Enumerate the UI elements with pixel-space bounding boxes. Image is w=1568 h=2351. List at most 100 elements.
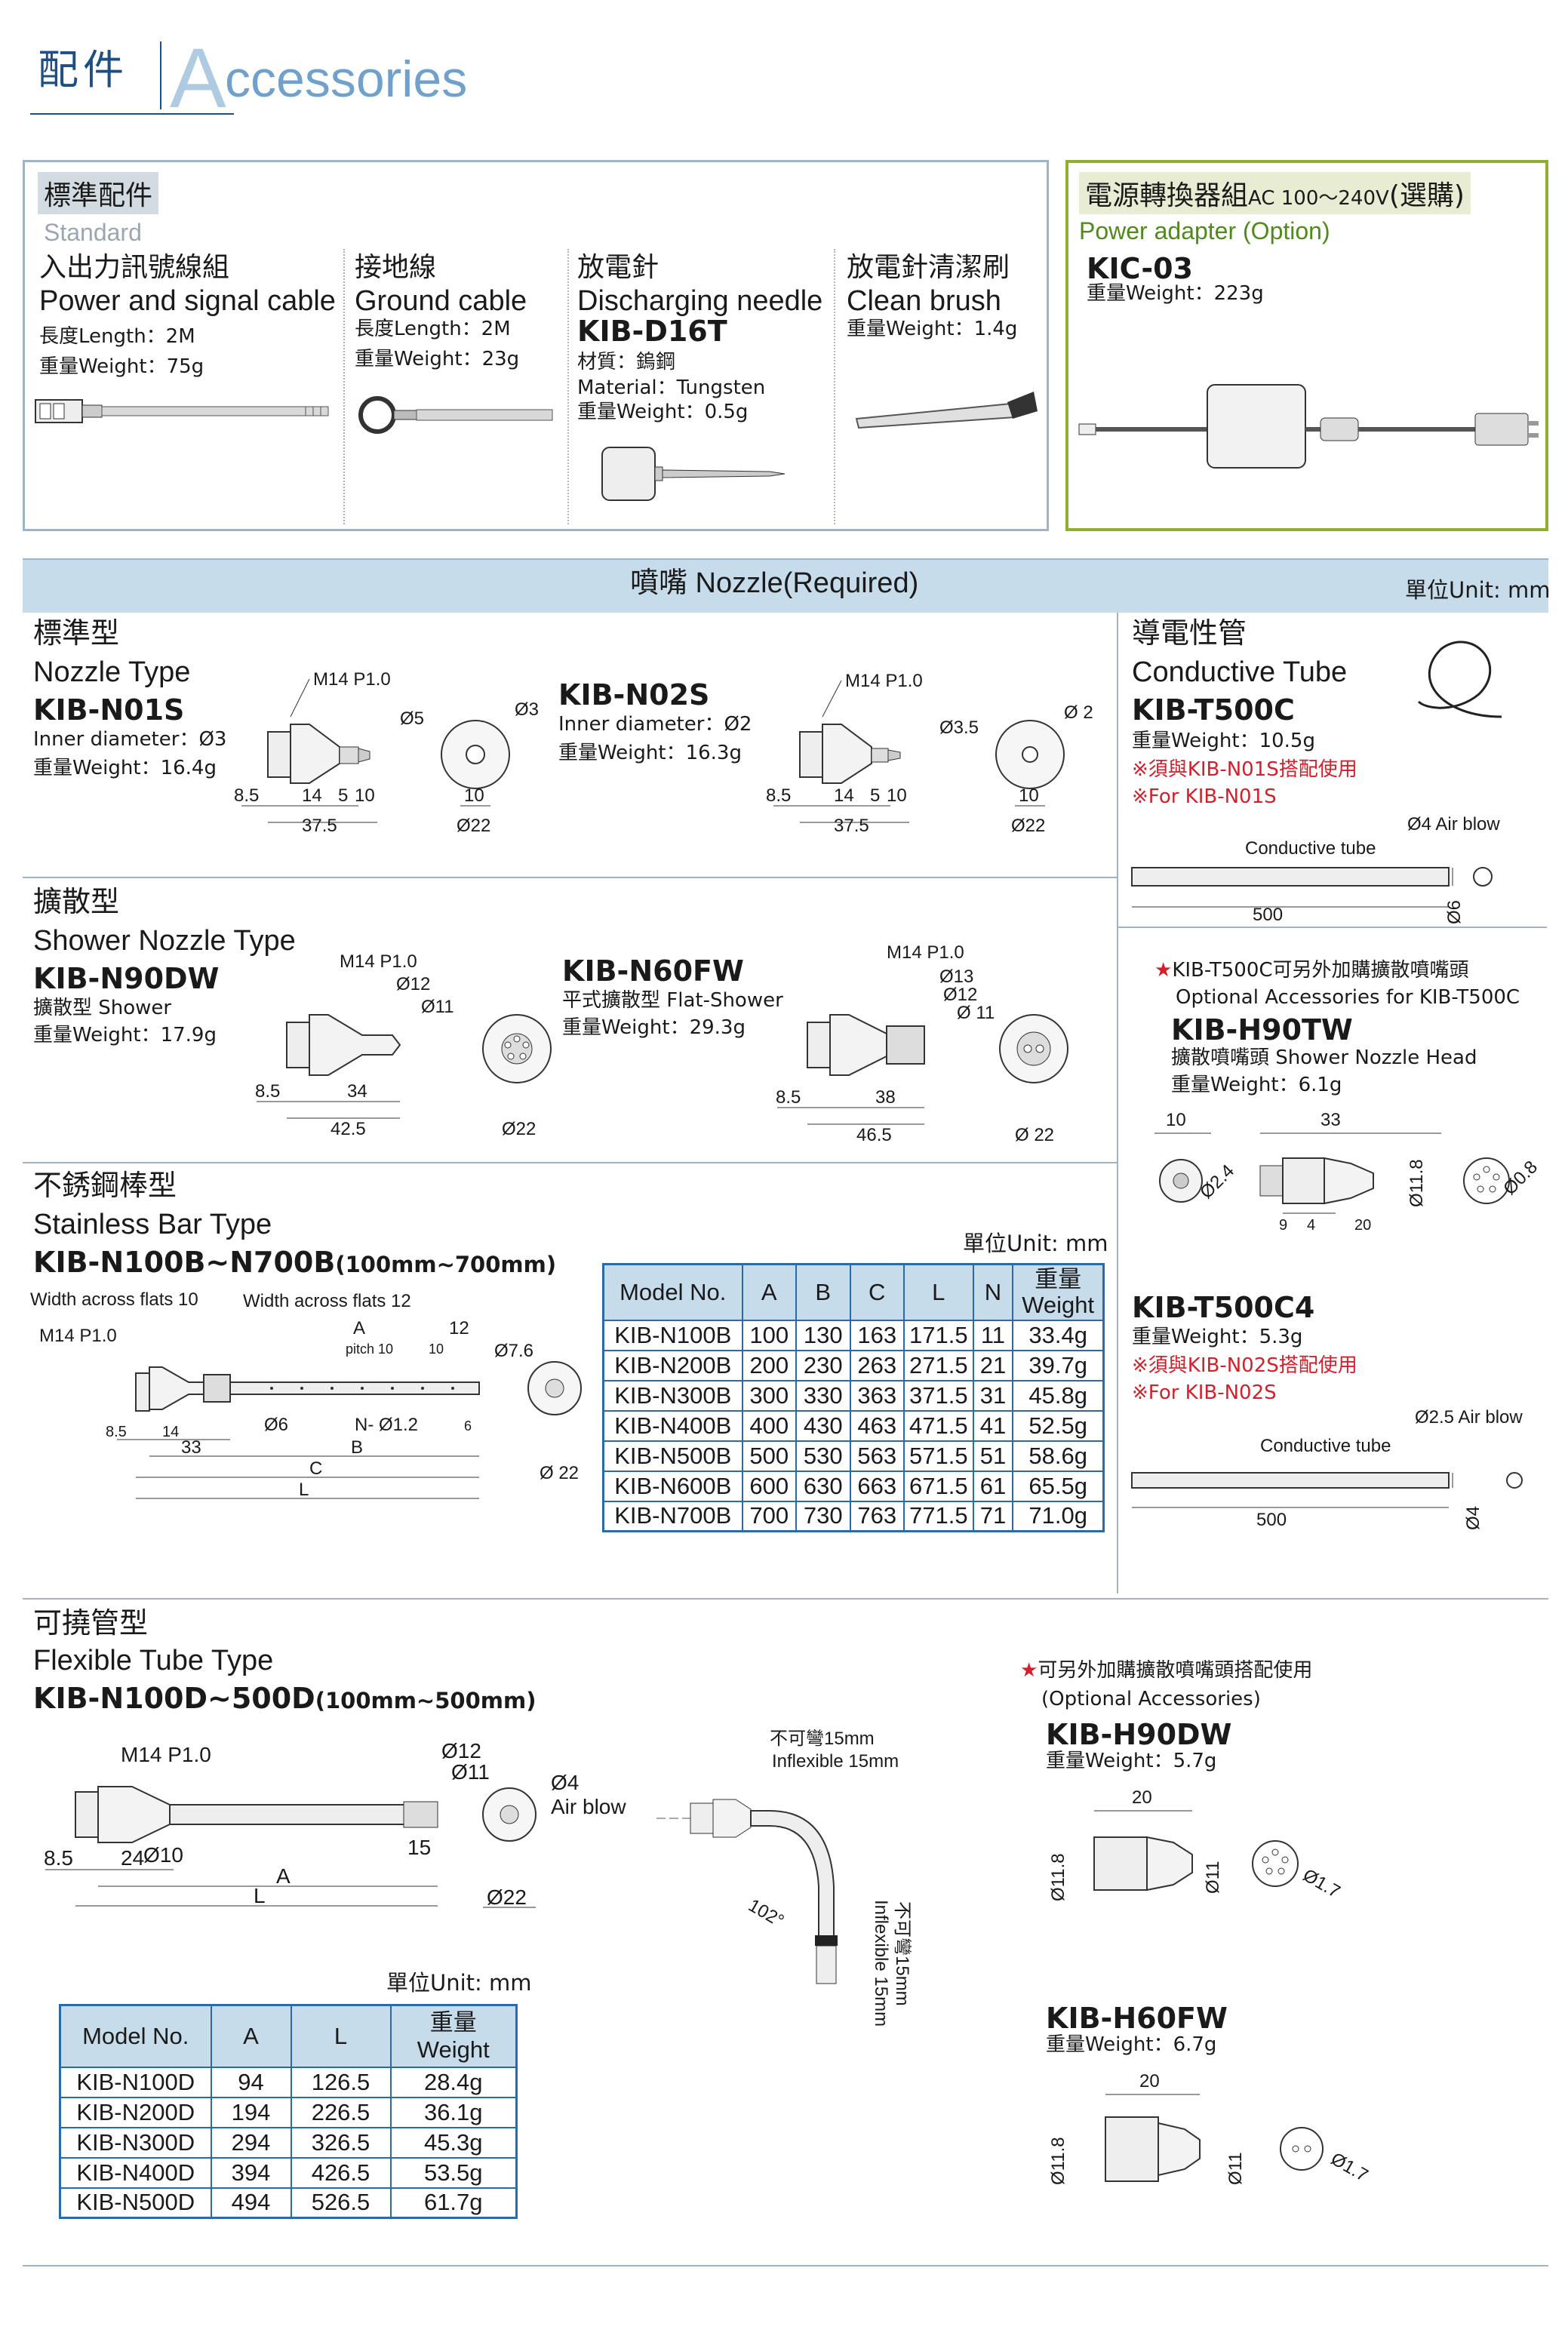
n02s-f: 10 xyxy=(1019,785,1039,806)
needle-image xyxy=(601,447,786,501)
h90dw-drawing: 20 Ø11.8 Ø11 Ø1.7 xyxy=(1048,1787,1344,1902)
model-cell: KIB-N500D xyxy=(59,2187,212,2219)
value-cell: 31 xyxy=(972,1379,1014,1412)
n90dw-weight: 重量Weight：17.9g xyxy=(33,1024,217,1046)
adapter-tag: 電源轉換器組AC 100～240V(選購) xyxy=(1079,172,1471,214)
adapter-sub: Power adapter (Option) xyxy=(1079,217,1330,244)
nozzle-type-zh: 標準型 xyxy=(33,616,120,650)
cond-coil-image xyxy=(1417,641,1502,718)
n02s-m14: M14 P1.0 xyxy=(845,671,923,691)
bar-a14: 14 xyxy=(162,1424,179,1440)
cond-note2: ※For KIB-N01S xyxy=(1132,785,1277,808)
divider xyxy=(567,249,569,524)
divider xyxy=(23,877,1117,878)
value-cell: 400 xyxy=(741,1409,797,1442)
h90tw-sub: 擴散噴嘴頭 Shower Nozzle Head xyxy=(1171,1046,1477,1069)
flex-inf2-en: Inflexible 15mm xyxy=(871,1900,891,2027)
value-cell: 326.5 xyxy=(290,2126,392,2159)
n01s-e: 37.5 xyxy=(302,816,337,836)
n01s-b: 14 xyxy=(302,785,322,806)
value-cell: 194 xyxy=(210,2096,292,2128)
flex-model: KIB-N100D~500D(100mm~500mm) xyxy=(33,1682,536,1716)
model-cell: KIB-N200D xyxy=(59,2096,212,2128)
flex-d11: Ø11 xyxy=(451,1760,490,1784)
n90dw-d11: Ø11 xyxy=(421,997,454,1017)
t500c4-note1: ※須與KIB-N02S搭配使用 xyxy=(1132,1354,1357,1377)
h90tw-model: KIB-H90TW xyxy=(1171,1013,1353,1046)
value-cell: 271.5 xyxy=(903,1349,974,1381)
flex-unit: 單位Unit: mm xyxy=(386,1970,532,1996)
nozzle-band xyxy=(23,558,1548,613)
bar-d6: Ø6 xyxy=(264,1415,288,1435)
value-cell: 126.5 xyxy=(290,2066,392,2098)
n60fw-c: 46.5 xyxy=(856,1125,892,1145)
cond-air: Ø4 Air blow xyxy=(1407,814,1500,834)
n01s-inner: Inner diameter：Ø3 xyxy=(33,728,227,751)
n01s-c: 5 xyxy=(338,785,348,806)
model-cell: KIB-N300D xyxy=(59,2126,212,2159)
t500c4-tube: Conductive tube xyxy=(1260,1436,1391,1456)
ground-en: Ground cable xyxy=(355,285,527,317)
n01s-model: KIB-N01S xyxy=(33,693,185,727)
adapter-box xyxy=(1065,160,1548,531)
bar-model: KIB-N100B~N700B(100mm~700mm) xyxy=(33,1246,556,1280)
needle-weight: 重量Weight：0.5g xyxy=(577,401,749,423)
bar-model-range: (100mm~700mm) xyxy=(335,1252,557,1277)
divider xyxy=(23,1162,1117,1163)
h90tw-d10: 10 xyxy=(1166,1110,1186,1130)
n90dw-m14: M14 P1.0 xyxy=(340,951,417,972)
bar-L: L xyxy=(299,1480,309,1500)
value-cell: 33.4g xyxy=(1012,1319,1105,1351)
n01s-d: 10 xyxy=(355,785,375,806)
needle-material-zh: 材質：鎢鋼 xyxy=(577,351,676,373)
flex-a15: 15 xyxy=(407,1836,431,1859)
n90dw-sub: 擴散型 Shower xyxy=(33,997,172,1019)
ground-zh: 接地線 xyxy=(355,252,437,283)
flex-zh: 可撓管型 xyxy=(33,1606,149,1640)
value-cell: 500 xyxy=(741,1440,797,1472)
flex-d10: Ø10 xyxy=(143,1843,183,1867)
n01s-d3: Ø3 xyxy=(515,699,539,720)
nozzle-type-en: Nozzle Type xyxy=(33,656,191,688)
h60fw-weight: 重量Weight：6.7g xyxy=(1046,2033,1217,2056)
divider xyxy=(23,2265,1548,2266)
cable-zh: 入出力訊號線組 xyxy=(39,252,230,283)
adapter-weight: 重量Weight：223g xyxy=(1087,282,1264,305)
n01s-a: 8.5 xyxy=(234,785,259,806)
brush-weight: 重量Weight：1.4g xyxy=(847,318,1018,340)
n90dw-a: 8.5 xyxy=(255,1081,280,1102)
divider xyxy=(23,1598,1548,1600)
flex-inf-en: Inflexible 15mm xyxy=(772,1751,899,1772)
bar-drawing: Width across flats 10 Width across flats… xyxy=(30,1289,582,1500)
value-cell: 371.5 xyxy=(903,1379,974,1412)
flex-col-weight-zh: 重量 xyxy=(429,2009,477,2036)
brush-image xyxy=(855,392,1038,429)
value-cell: 571.5 xyxy=(903,1440,974,1472)
h90dw-model: KIB-H90DW xyxy=(1046,1718,1232,1751)
header-en-rest: ccessories xyxy=(225,51,468,108)
h90dw-d17: Ø1.7 xyxy=(1299,1865,1344,1902)
cond-tube: Conductive tube xyxy=(1245,838,1376,859)
h90tw-drawing: 10 33 Ø2.4 9 4 20 Ø11.8 Ø0.8 xyxy=(1154,1110,1542,1234)
h60fw-d20: 20 xyxy=(1139,2071,1160,2091)
h90tw-opt-en: Optional Accessories for KIB-T500C xyxy=(1176,986,1520,1009)
t500c4-note2: ※For KIB-N02S xyxy=(1132,1381,1277,1404)
model-cell: KIB-N500B xyxy=(602,1440,743,1472)
h90dw-d118: Ø11.8 xyxy=(1048,1853,1068,1901)
value-cell: 51 xyxy=(972,1440,1014,1472)
h90tw-d4: 4 xyxy=(1307,1217,1315,1234)
n01s-weight: 重量Weight：16.4g xyxy=(33,757,217,779)
adapter-image xyxy=(1078,384,1539,469)
value-cell: 28.4g xyxy=(389,2066,518,2098)
n60fw-a: 8.5 xyxy=(776,1087,801,1108)
header-divider xyxy=(160,41,161,109)
value-cell: 630 xyxy=(795,1470,851,1502)
model-cell: KIB-N200B xyxy=(602,1349,743,1381)
n90dw-g: Ø22 xyxy=(502,1119,536,1139)
bar-col-n: N xyxy=(972,1263,1014,1321)
value-cell: 394 xyxy=(210,2156,292,2189)
flex-d22: Ø22 xyxy=(487,1885,527,1909)
